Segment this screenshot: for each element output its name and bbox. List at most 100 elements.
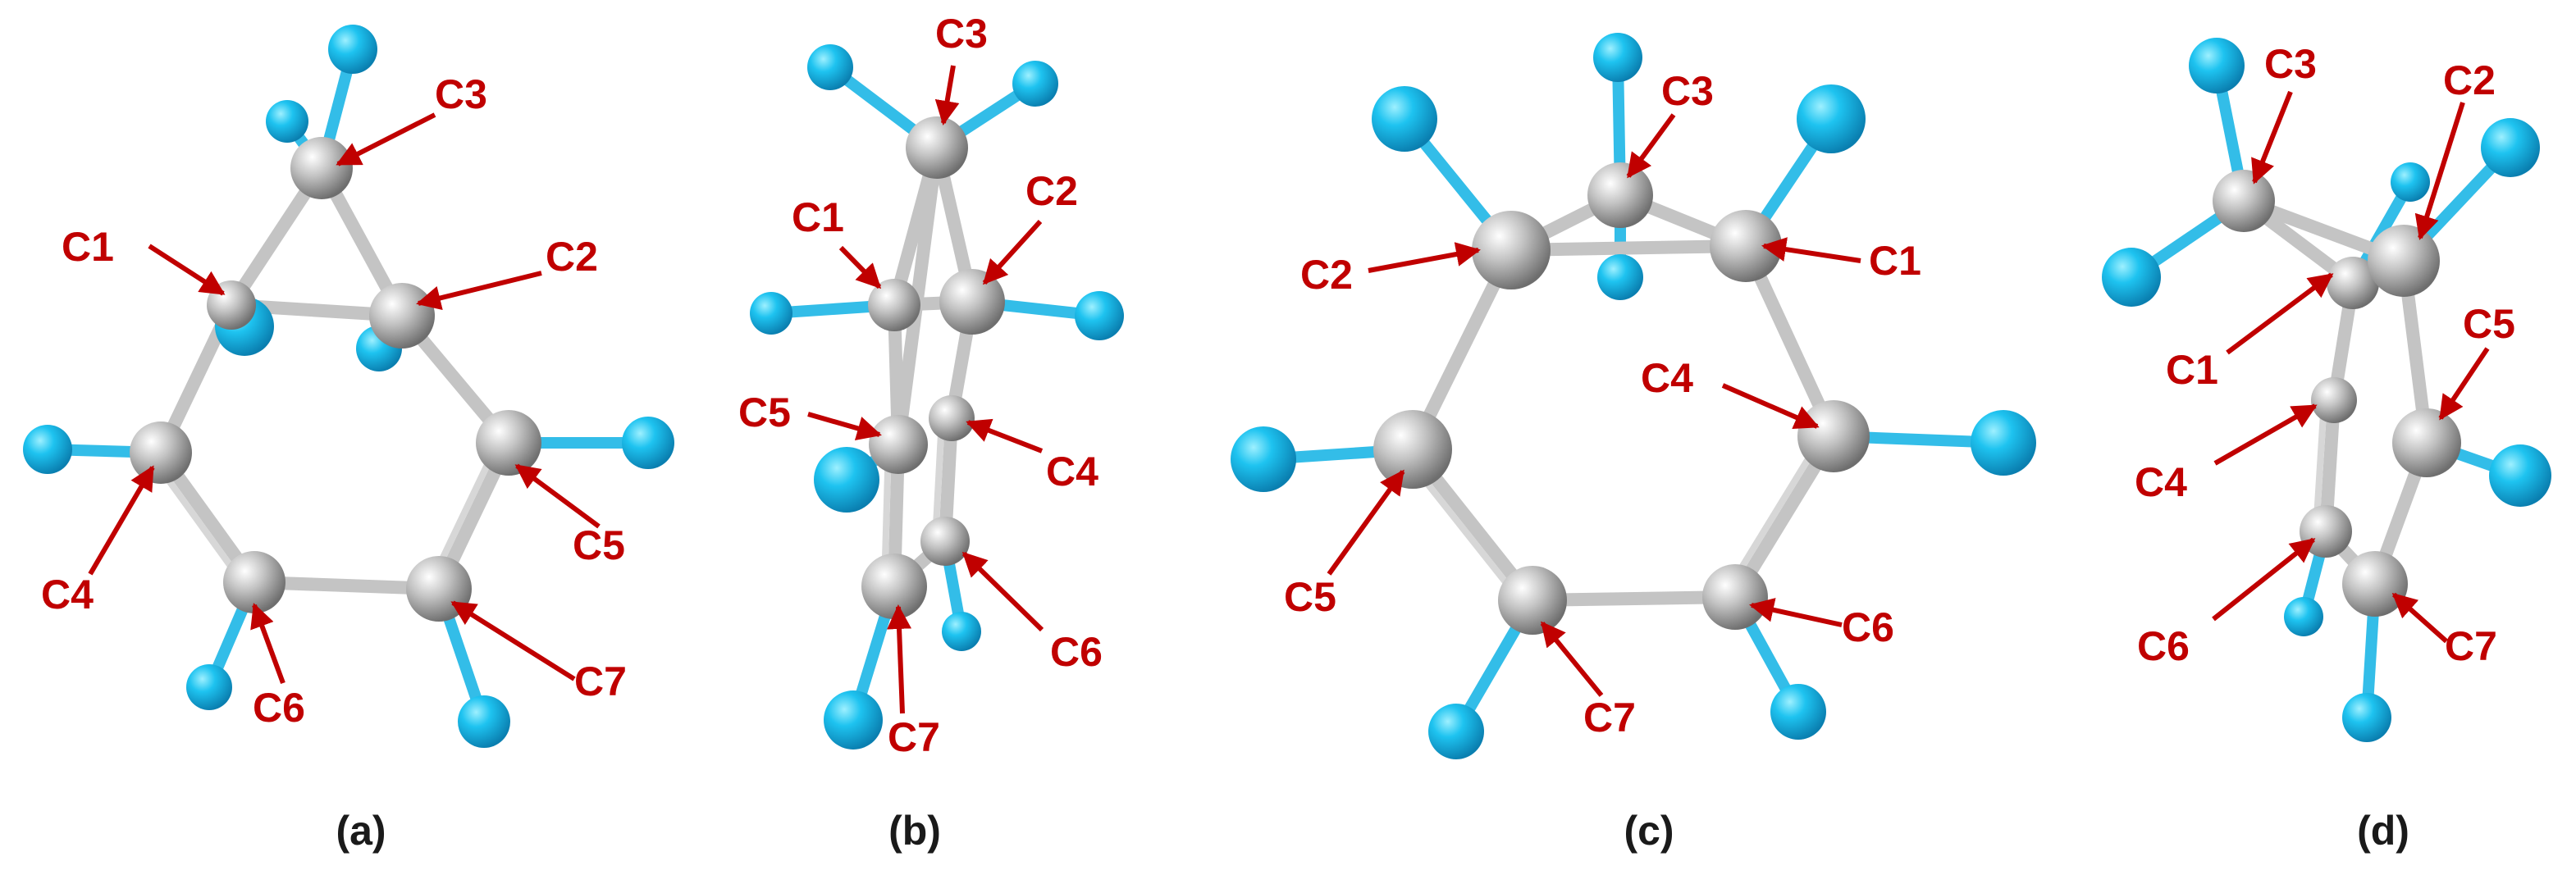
label-arrow-c5 (514, 463, 601, 529)
carbon-atom-c3 (2213, 170, 2275, 232)
atom-label-c4: C4 (41, 572, 94, 617)
carbon-atom-c2 (369, 283, 435, 349)
hydrogen-atom (622, 417, 674, 469)
label-arrow-c1 (1761, 237, 1861, 263)
atom-label-c2: C2 (1025, 168, 1078, 214)
atom-label-c1: C1 (2166, 347, 2218, 393)
hydrogen-atom (1797, 84, 1866, 153)
label-arrow-c6 (2212, 537, 2316, 622)
label-arrow-c5 (2438, 347, 2490, 421)
carbon-atom-c1 (1710, 210, 1782, 282)
atom-label-c4: C4 (1046, 449, 1098, 494)
hydrogen-atom (23, 425, 72, 474)
atom-label-c3: C3 (935, 11, 988, 57)
hydrogen-atom (1231, 426, 1296, 492)
carbon-atom-c5 (2392, 408, 2461, 477)
hydrogen-atom (186, 664, 232, 710)
label-arrow-c7 (450, 600, 576, 681)
atom-label-c5: C5 (573, 522, 625, 568)
hydrogen-atom (2284, 597, 2323, 636)
hydrogen-atom (2102, 248, 2161, 307)
hydrogen-atom (1593, 33, 1642, 82)
label-arrow-c5 (1327, 469, 1405, 576)
carbon-atom-c4 (130, 421, 192, 484)
carbon-atom-c5 (476, 410, 541, 476)
label-arrow-c3 (2251, 90, 2293, 185)
atom-label-c1: C1 (1869, 238, 1921, 284)
label-arrow-c3 (934, 65, 960, 125)
carbon-atom-c6 (920, 517, 970, 566)
atom-label-c4: C4 (1641, 355, 1693, 401)
label-arrow-c5 (807, 412, 882, 440)
label-arrow-c6 (250, 603, 285, 685)
panel-caption: (d) (2357, 808, 2409, 854)
hydrogen-atom (2189, 38, 2245, 93)
atom-label-c7: C7 (1583, 695, 1636, 740)
hydrogen-atom (1428, 704, 1484, 759)
label-arrow-c1 (838, 245, 882, 289)
carbon-atom-c2 (1472, 211, 1551, 289)
carbon-atom-c6 (1702, 564, 1768, 630)
hydrogen-atom (458, 695, 510, 748)
carbon-atom-c3 (1587, 162, 1653, 228)
carbon-atom-c7 (1498, 566, 1567, 635)
label-arrow-c7 (2391, 592, 2448, 644)
label-arrow-c2 (2414, 102, 2465, 240)
atom-label-c5: C5 (1284, 574, 1336, 620)
carbon-atom-c3 (906, 116, 968, 179)
hydrogen-atom (266, 100, 308, 143)
label-arrow-c7 (887, 604, 912, 714)
carbon-atom-c5 (1373, 410, 1452, 489)
carbon-atom-c2 (939, 269, 1005, 335)
carbon-atom-c5 (869, 415, 928, 474)
carbon-atom-c1 (868, 279, 920, 331)
carbon-atom-c4 (1797, 400, 1870, 472)
atom-label-c6: C6 (1050, 629, 1103, 675)
hydrogen-atom (942, 612, 981, 651)
atom-label-c7: C7 (574, 658, 627, 704)
label-arrow-c3 (1626, 113, 1676, 179)
hydrogen-atom (2489, 444, 2551, 507)
hydrogen-atom (807, 44, 853, 90)
atom-label-c5: C5 (738, 390, 791, 435)
atom-label-c2: C2 (1300, 252, 1353, 298)
atom-label-c1: C1 (62, 224, 114, 270)
hydrogen-atom (328, 25, 377, 74)
panel-caption: (a) (336, 808, 386, 854)
carbon-atom-c3 (290, 137, 353, 199)
carbon-atom-c7 (861, 554, 927, 619)
label-arrow-c4 (2213, 403, 2318, 466)
hydrogen-atom (824, 690, 883, 750)
atom-label-c1: C1 (792, 194, 844, 240)
atom-label-c6: C6 (1842, 604, 1894, 650)
hydrogen-atom (750, 292, 792, 335)
atom-label-c3: C3 (435, 71, 487, 117)
hydrogen-atom (1597, 254, 1643, 300)
hydrogen-atom (2481, 118, 2540, 177)
hydrogen-atom (1012, 61, 1058, 107)
carbon-atom-c6 (2300, 505, 2352, 558)
atom-label-c4: C4 (2135, 459, 2187, 505)
atom-label-c5: C5 (2463, 301, 2515, 347)
carbon-atom-c2 (2368, 225, 2440, 297)
atom-label-c6: C6 (2137, 623, 2190, 669)
hydrogen-atom (1372, 86, 1437, 152)
carbon-atom-c4 (929, 395, 975, 441)
label-arrow-c4 (966, 418, 1044, 453)
hydrogen-atom (2342, 693, 2391, 742)
atom-label-c6: C6 (253, 685, 305, 731)
label-arrow-c6 (961, 551, 1044, 632)
hydrogen-atom (1075, 291, 1124, 340)
atom-label-c3: C3 (1661, 68, 1714, 114)
panel-caption: (c) (1624, 808, 1674, 854)
carbon-atom-c7 (2342, 551, 2408, 617)
atom-label-c2: C2 (2443, 57, 2496, 103)
hydrogen-atom (2391, 162, 2430, 202)
hydrogen-atom (1770, 684, 1826, 740)
atom-label-c2: C2 (546, 234, 598, 280)
label-arrow-c4 (88, 465, 155, 576)
carbon-atom-c7 (406, 556, 472, 622)
